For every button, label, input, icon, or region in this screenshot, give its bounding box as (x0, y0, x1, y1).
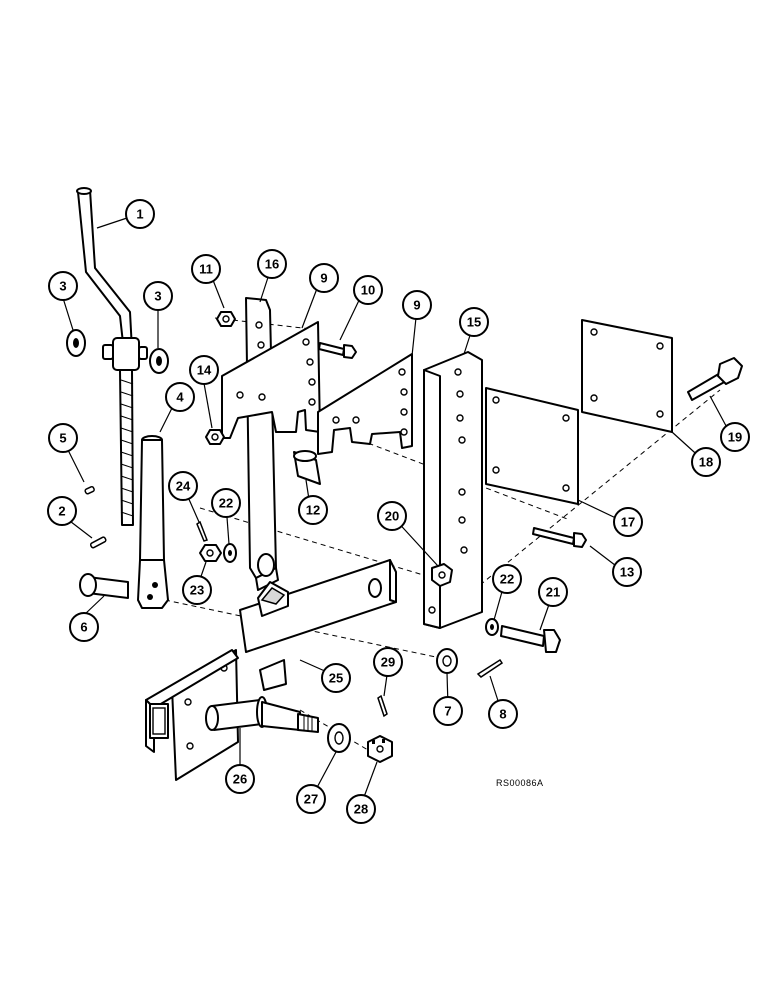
part-plate-18 (581, 319, 673, 433)
callout-19: 19 (720, 422, 750, 452)
part-shift-lever (76, 187, 148, 526)
callout-24: 24 (168, 471, 198, 501)
callout-29: 29 (373, 647, 403, 677)
callout-11: 11 (191, 254, 221, 284)
part-washer-22-left (223, 543, 237, 563)
svg-text:6: 6 (80, 620, 87, 635)
svg-text:23: 23 (190, 583, 204, 598)
callout-4: 4 (165, 382, 195, 412)
svg-text:9: 9 (320, 271, 327, 286)
svg-text:12: 12 (306, 503, 320, 518)
part-clevis-rod (137, 435, 169, 609)
part-cotter-pin-8 (476, 658, 504, 678)
svg-text:2: 2 (58, 504, 65, 519)
svg-text:15: 15 (467, 315, 481, 330)
part-pin-5 (84, 485, 95, 495)
part-washer-22-right (485, 618, 499, 636)
callout-17: 17 (613, 507, 643, 537)
svg-text:27: 27 (304, 792, 318, 807)
callout-18: 18 (691, 447, 721, 477)
part-bracket-9-right (317, 353, 413, 455)
svg-text:11: 11 (199, 262, 213, 277)
callout-3-right: 3 (143, 281, 173, 311)
svg-text:16: 16 (265, 257, 279, 272)
part-nut-14 (205, 429, 225, 445)
svg-text:22: 22 (500, 572, 514, 587)
svg-text:3: 3 (154, 289, 161, 304)
part-washer-3-left (66, 329, 86, 357)
svg-text:22: 22 (219, 496, 233, 511)
svg-text:26: 26 (233, 772, 247, 787)
callout-3-left: 3 (48, 271, 78, 301)
svg-text:8: 8 (499, 707, 506, 722)
callout-12: 12 (298, 495, 328, 525)
part-angle-15 (423, 351, 483, 629)
svg-text:7: 7 (444, 704, 451, 719)
part-bolt-10 (318, 342, 357, 359)
callout-21: 21 (538, 577, 568, 607)
svg-text:20: 20 (385, 509, 399, 524)
callout-1: 1 (125, 199, 155, 229)
part-washer-3-right (149, 348, 169, 374)
callout-28: 28 (346, 794, 376, 824)
callout-23: 23 (182, 575, 212, 605)
callout-27: 27 (296, 784, 326, 814)
svg-text:14: 14 (197, 363, 212, 378)
part-bolt-13 (532, 527, 587, 548)
callout-16: 16 (257, 249, 287, 279)
svg-text:29: 29 (381, 655, 395, 670)
callout-26: 26 (225, 764, 255, 794)
callout-8: 8 (488, 699, 518, 729)
svg-text:21: 21 (546, 585, 560, 600)
callout-9-left: 9 (309, 263, 339, 293)
part-clevis-pin (79, 573, 129, 599)
svg-text:17: 17 (621, 515, 635, 530)
callout-20: 20 (377, 501, 407, 531)
part-cotter-pin-24 (196, 520, 208, 542)
drawing-reference-code: RS00086A (496, 778, 544, 788)
part-bolt-19 (687, 357, 743, 401)
part-roll-pin-2 (89, 536, 107, 549)
part-nut-23 (199, 544, 222, 562)
svg-text:28: 28 (354, 802, 368, 817)
part-spacer-12 (293, 450, 321, 485)
callout-15: 15 (459, 307, 489, 337)
part-bolt-21 (500, 625, 561, 653)
svg-text:19: 19 (728, 430, 742, 445)
part-channel-16 (245, 297, 279, 591)
part-spindle-26 (205, 696, 319, 733)
svg-text:25: 25 (329, 671, 343, 686)
callout-5: 5 (48, 423, 78, 453)
svg-text:10: 10 (361, 283, 375, 298)
callout-7: 7 (433, 696, 463, 726)
part-cotter-pin-29 (377, 694, 388, 718)
part-nut-11 (216, 311, 236, 327)
callout-10: 10 (353, 275, 383, 305)
callout-6: 6 (69, 612, 99, 642)
part-castle-nut-28 (367, 735, 393, 763)
svg-text:13: 13 (620, 565, 634, 580)
svg-text:4: 4 (176, 390, 184, 405)
callout-22-left: 22 (211, 488, 241, 518)
part-washer-7 (436, 648, 458, 674)
callout-13: 13 (612, 557, 642, 587)
svg-text:1: 1 (136, 207, 143, 222)
part-washer-27 (327, 723, 351, 753)
svg-text:18: 18 (699, 455, 713, 470)
part-frame-25 (145, 559, 397, 781)
part-nut-20 (431, 563, 453, 587)
svg-text:9: 9 (413, 298, 420, 313)
svg-text:24: 24 (176, 479, 191, 494)
callout-25: 25 (321, 663, 351, 693)
callout-14: 14 (189, 355, 219, 385)
callout-2: 2 (47, 496, 77, 526)
callout-9-right: 9 (402, 290, 432, 320)
callout-22-right: 22 (492, 564, 522, 594)
svg-text:5: 5 (59, 431, 66, 446)
part-plate-17 (485, 387, 579, 505)
svg-text:3: 3 (59, 279, 66, 294)
